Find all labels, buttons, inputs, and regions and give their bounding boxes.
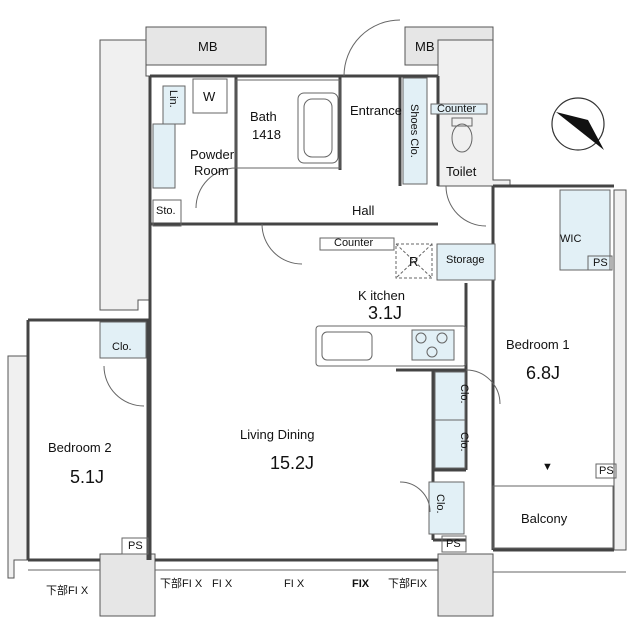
- bed1-closet-a: [434, 371, 466, 421]
- ps-box-balcony: [595, 463, 617, 479]
- storage-box: [436, 243, 496, 281]
- washer-box: [192, 78, 228, 114]
- hall-counter-label: Counter: [334, 237, 374, 249]
- bed1-closet-a-label: Clo.: [458, 384, 470, 404]
- door-swing-entrance: [343, 19, 401, 77]
- burner-3: [426, 346, 438, 358]
- bedroom1-name: Bedroom 1: [506, 337, 570, 352]
- bathtub: [297, 92, 339, 164]
- ps-wic-label: PS: [593, 257, 608, 269]
- living-dining-size: 15.2J: [270, 453, 315, 473]
- mb-left-label: MB: [198, 39, 218, 54]
- window-lower-fix-mid: 下部FI X: [160, 578, 203, 590]
- wall-outline: [26, 74, 614, 562]
- storage-label: Storage: [446, 254, 485, 266]
- window-lower-fix-right: 下部FIX: [388, 578, 428, 590]
- ps-box-wic: [587, 255, 613, 271]
- bed2-closet: [99, 321, 147, 359]
- shoes-closet: [402, 77, 428, 185]
- living-closet: [428, 481, 465, 535]
- toilet-room-counter: [430, 103, 488, 115]
- powder-label-2: Room: [194, 163, 229, 178]
- fridge-label: R: [409, 254, 419, 269]
- window-lower-fix-left: 下部FI X: [46, 585, 89, 597]
- balcony-area: [492, 485, 614, 549]
- living-closet-label: Clo.: [434, 494, 446, 514]
- fridge-x2: [395, 243, 433, 279]
- bedroom2-size: 5.1J: [70, 467, 105, 487]
- hall-label: Hall: [352, 203, 375, 218]
- bedroom2-name: Bedroom 2: [48, 440, 112, 455]
- toilet-label: Toilet: [446, 164, 477, 179]
- bedroom2-outer-wall: [7, 355, 29, 579]
- fridge-x1: [395, 243, 433, 279]
- wic-box: [559, 189, 611, 271]
- ps-bottom-label: PS: [446, 538, 461, 550]
- north-arrow-icon: [551, 97, 605, 151]
- bedroom1-right-wall: [613, 189, 627, 551]
- door-swing-bed2: [103, 365, 145, 407]
- kitchen-size: 3.1J: [368, 303, 403, 323]
- bed1-closet-b: [434, 419, 466, 469]
- sink-left: [152, 123, 176, 189]
- door-swing-closet: [399, 481, 431, 513]
- toilet-counter-label: Counter: [437, 103, 477, 115]
- door-swing-hall: [261, 223, 303, 265]
- ps-box-bottom: [441, 535, 467, 553]
- bath-area: [235, 79, 341, 169]
- window-fix-1: FI X: [212, 578, 233, 590]
- window-fix-3: FIX: [352, 578, 370, 590]
- cooktop: [411, 329, 455, 361]
- fridge-space: [395, 243, 433, 279]
- linen-label: Lin.: [167, 90, 179, 108]
- balcony-label: Balcony: [521, 511, 568, 526]
- living-dining-name: Living Dining: [240, 427, 315, 442]
- kitchen-counter: [315, 325, 467, 367]
- ps-balcony-label: PS: [599, 465, 614, 477]
- column-bottom-right: [437, 553, 494, 617]
- column-bottom-left: [99, 553, 156, 617]
- kitchen-name: K itchen: [358, 288, 405, 303]
- ps-left-label: PS: [128, 540, 143, 552]
- burner-1: [415, 332, 427, 344]
- left-outer-wall: [99, 39, 151, 311]
- washer-label: W: [203, 89, 216, 104]
- bedroom1-size: 6.8J: [526, 363, 561, 383]
- burner-2: [436, 332, 448, 344]
- kitchen-sink: [321, 331, 373, 361]
- door-swing-toilet: [445, 185, 487, 227]
- bath-size: 1418: [252, 127, 281, 142]
- bed1-closet-b-label: Clo.: [458, 432, 470, 452]
- shoes-closet-label: Shoes Clo.: [408, 104, 420, 158]
- ps-box-left: [121, 537, 149, 555]
- toilet-tank: [451, 117, 473, 127]
- balcony-marker: ▼: [542, 461, 553, 473]
- mb-right-label: MB: [415, 39, 435, 54]
- toilet-bowl: [451, 123, 473, 153]
- bed2-closet-label: Clo.: [112, 341, 132, 353]
- storage-small: [152, 199, 182, 227]
- wic-label: WIC: [560, 233, 582, 245]
- entrance-label: Entrance: [350, 103, 403, 118]
- door-swing-powder: [195, 167, 237, 209]
- bathtub-inner: [303, 98, 333, 158]
- hall-counter: [319, 237, 395, 251]
- window-fix-2: FI X: [284, 578, 305, 590]
- bath-name: Bath: [250, 109, 277, 124]
- door-swing-bed1: [465, 369, 501, 405]
- powder-label-1: Powder: [190, 147, 235, 162]
- storage-small-label: Sto.: [156, 205, 176, 217]
- mb-left-block: [145, 26, 267, 66]
